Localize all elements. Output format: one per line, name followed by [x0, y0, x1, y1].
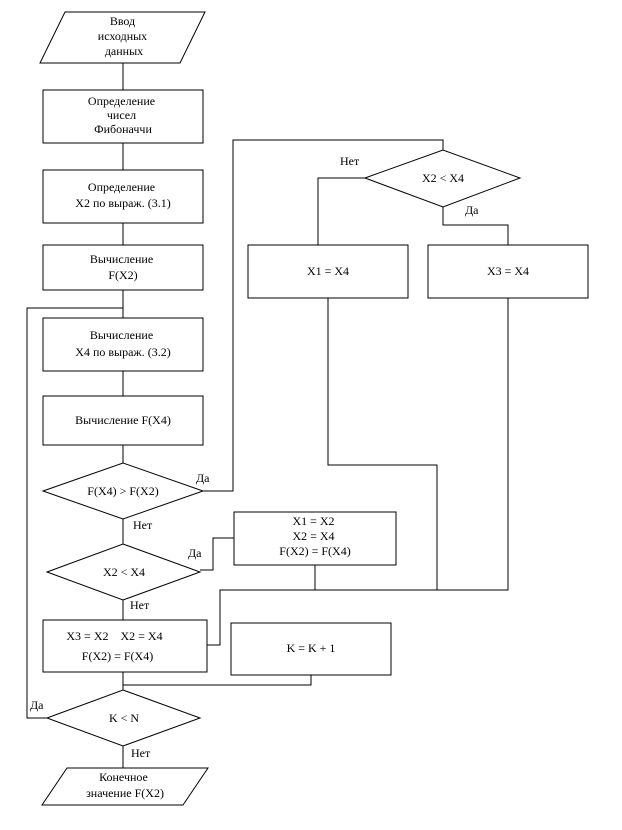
fx4-line-1: Вычисление F(X4) — [75, 413, 171, 427]
k-increment-block — [230, 622, 392, 676]
decision-x2-lt-x4-left — [45, 543, 202, 601]
x3-eq-x4-block — [427, 244, 589, 299]
x3x2-line-1: X3 = X2 X2 = X4 — [66, 629, 162, 643]
svg-text:X2 < X4: X2 < X4 — [422, 171, 464, 185]
label-yes-fx4: Да — [196, 471, 210, 485]
output-line-1: Конечное — [99, 770, 148, 784]
label-no-fx4: Нет — [133, 518, 153, 532]
decision-x2-lt-x4-right — [363, 149, 522, 208]
label-yes-kn: Да — [30, 698, 44, 712]
fib-line-2: чисел — [107, 108, 136, 122]
svg-text:X2 < X4: X2 < X4 — [103, 565, 145, 579]
svg-text:Определение чисел: Определение чисел Фибоначчи — [88, 94, 158, 136]
label-yes-left: Да — [188, 546, 202, 560]
fx2-calc-block — [42, 244, 204, 291]
k-inc-line: K = K + 1 — [287, 641, 336, 655]
svg-text:X3 = X4: X3 = X4 — [487, 264, 529, 278]
fib-line-1: Определение — [88, 94, 155, 108]
x3-eq-x2-block — [42, 619, 208, 673]
svg-text:Вычисление Х4 по выраж.: Вычисление Х4 по выраж. (3.2) — [75, 328, 170, 359]
label-yes-right: Да — [465, 203, 479, 217]
svg-text:K < N: K < N — [109, 711, 139, 725]
svg-text:Ввод исходных данн: Ввод исходных данных — [98, 14, 150, 58]
input-line-2: исходных — [98, 29, 147, 43]
assign-line-2: X2 = X4 — [292, 529, 334, 543]
input-line-1: Ввод — [110, 14, 135, 28]
label-no-left: Нет — [130, 598, 150, 612]
svg-text:X1 = X4: X1 = X4 — [307, 264, 349, 278]
x3x4-line: X3 = X4 — [487, 264, 529, 278]
svg-text:X3 = X2 X2 = X4 F(X2): X3 = X2 X2 = X4 F(X2) = F(X4) — [0, 0, 184, 663]
x2-calc-block — [42, 169, 204, 224]
svg-text:Определение Х2 по выраж.: Определение Х2 по выраж. (3.1) — [75, 180, 170, 210]
fx2-line-2: F(X2) — [108, 268, 137, 282]
x1-eq-x4-block — [247, 244, 409, 299]
label-no-kn: Нет — [131, 746, 151, 760]
x2-line-1: Определение — [88, 180, 155, 194]
decision-fx4-gt-fx2 — [41, 462, 205, 520]
x3x2-line-2: F(X2) = F(X4) — [82, 649, 153, 663]
assign-line-1: X1 = X2 — [292, 514, 334, 528]
x1x4-line: X1 = X4 — [307, 264, 349, 278]
svg-text:X1 = X2 X2 = X4 F(: X1 = X2 X2 = X4 F(X2) = F(X4) — [279, 514, 350, 558]
branch-labels: Да Нет Нет Да Да Нет Да Нет — [30, 154, 479, 760]
connectors — [26, 63, 509, 768]
x2-line-2: Х2 по выраж. (3.1) — [75, 196, 170, 210]
fib-line-3: Фибоначчи — [94, 122, 152, 136]
assign-line-3: F(X2) = F(X4) — [279, 544, 350, 558]
x4-calc-block — [42, 317, 204, 372]
assign-x1-x2-block — [233, 511, 397, 566]
shapes — [39, 11, 589, 806]
svg-text:Вычисление F(X4): Вычисление F(X4) — [75, 413, 171, 427]
x4-line-1: Вычисление — [90, 328, 153, 342]
x4-line-2: Х4 по выраж. (3.2) — [75, 345, 170, 359]
fx4-calc-block — [42, 395, 204, 446]
svg-text:Конечное значение F(X2): Конечное значение F(X2) — [86, 770, 164, 800]
output-line-2: значение F(X2) — [86, 786, 164, 800]
input-line-3: данных — [105, 44, 143, 58]
svg-text:Вычисление F(X2): Вычисление F(X2) — [90, 252, 156, 282]
label-no-right: Нет — [340, 154, 360, 168]
dec-right-line: X2 < X4 — [422, 171, 464, 185]
output-shape — [41, 767, 209, 806]
dec-fx4-line: F(X4) > F(X2) — [87, 484, 158, 498]
fibonacci-block — [42, 89, 204, 144]
svg-text:F(X4) > F(X2): F(X4) > F(X2) — [87, 484, 158, 498]
fx2-line-1: Вычисление — [90, 252, 153, 266]
svg-text:K = K + 1: K = K + 1 — [287, 641, 336, 655]
dec-left-line: X2 < X4 — [103, 565, 145, 579]
node-texts: Ввод исходных данных Определение чисел Ф… — [0, 0, 529, 800]
input-data-shape — [39, 11, 206, 64]
dec-kn-line: K < N — [109, 711, 139, 725]
decision-k-lt-n — [45, 689, 202, 747]
